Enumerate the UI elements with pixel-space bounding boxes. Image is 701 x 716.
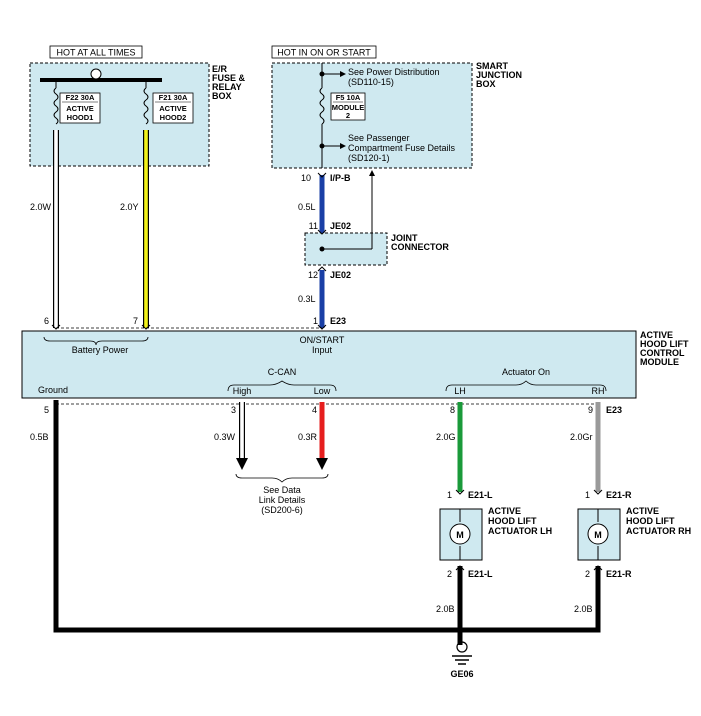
wire-2-0g: 2.0G xyxy=(436,432,456,442)
ground-icon xyxy=(452,641,472,665)
see-passenger-3: (SD120-1) xyxy=(348,153,390,163)
wire-lh-2-0b: 2.0B xyxy=(436,604,455,614)
lh-pin-1: 1 xyxy=(447,490,452,500)
act-rh-1: ACTIVE xyxy=(626,506,659,516)
er-box-label-3: RELAY xyxy=(212,82,242,92)
pin-6: 6 xyxy=(44,316,49,326)
er-box-label-4: BOX xyxy=(212,91,232,101)
see-passenger-1: See Passenger xyxy=(348,133,410,143)
module-name-4: MODULE xyxy=(640,357,679,367)
joint-label-1: JOINT xyxy=(391,233,418,243)
fuse-f5-name1: MODULE xyxy=(332,103,365,112)
ground-ge06: GE06 xyxy=(450,669,473,679)
conn-e23-top: E23 xyxy=(330,316,346,326)
sjb-label-2: JUNCTION xyxy=(476,70,522,80)
see-power-2: (SD110-15) xyxy=(348,77,394,87)
er-box-label-1: E/R xyxy=(212,64,228,74)
act-rh-2: HOOD LIFT xyxy=(626,516,675,526)
wire-2-0y: 2.0Y xyxy=(120,202,139,212)
act-lh-3: ACTUATOR LH xyxy=(488,526,552,536)
fuse-f21-name1: ACTIVE xyxy=(159,104,187,113)
rh-label: RH xyxy=(592,386,605,396)
motor-lh-symbol: M xyxy=(456,530,464,540)
battery-power-label: Battery Power xyxy=(72,345,129,355)
see-power-1: See Power Distribution xyxy=(348,67,440,77)
motor-rh-symbol: M xyxy=(594,530,602,540)
low-label: Low xyxy=(314,386,331,396)
act-rh-3: ACTUATOR RH xyxy=(626,526,691,536)
conn-je02-top: JE02 xyxy=(330,221,351,231)
conn-e21r-bot: E21-R xyxy=(606,569,632,579)
see-data-3: (SD200-6) xyxy=(261,505,303,515)
see-data-2: Link Details xyxy=(259,495,306,505)
on-start-label-1: ON/START xyxy=(300,335,345,345)
fuse-f21-name2: HOOD2 xyxy=(160,113,187,122)
actuator-on-label: Actuator On xyxy=(502,367,550,377)
pin-10: 10 xyxy=(301,173,311,183)
pin-4: 4 xyxy=(312,405,317,415)
wire-2-0gr: 2.0Gr xyxy=(570,432,593,442)
rh-pin-2: 2 xyxy=(585,569,590,579)
pin-9: 9 xyxy=(588,405,593,415)
joint-connector: JOINT CONNECTOR xyxy=(304,170,449,266)
act-lh-1: ACTIVE xyxy=(488,506,521,516)
joint-label-2: CONNECTOR xyxy=(391,242,449,252)
conn-ipb: I/P-B xyxy=(330,173,351,183)
wire-0-3r: 0.3R xyxy=(298,432,318,442)
rh-pin-1: 1 xyxy=(585,490,590,500)
conn-e21l-top: E21-L xyxy=(468,490,493,500)
fuse-f5-name2: 2 xyxy=(346,111,350,120)
pin-1-top: 1 xyxy=(313,316,318,326)
hot-at-all-times-label: HOT AT ALL TIMES xyxy=(56,48,135,58)
lower-wires: 5 3 4 8 9 E23 0.5B 0.3W 0.3R See Data Li… xyxy=(30,400,691,679)
smart-junction-box: HOT IN ON OR START See Power Distributio… xyxy=(271,45,522,169)
pin-11: 11 xyxy=(309,221,318,231)
pin-12: 12 xyxy=(308,270,318,280)
pin-7: 7 xyxy=(133,316,138,326)
control-module: ACTIVE HOOD LIFT CONTROL MODULE Battery … xyxy=(21,330,689,399)
see-passenger-2: Compartment Fuse Details xyxy=(348,143,456,153)
pin-5: 5 xyxy=(44,405,49,415)
act-lh-2: HOOD LIFT xyxy=(488,516,537,526)
fuse-f22-name1: ACTIVE xyxy=(66,104,94,113)
sjb-label-3: BOX xyxy=(476,79,496,89)
wire-0-3l: 0.3L xyxy=(298,294,316,304)
wire-0-5b: 0.5B xyxy=(30,432,49,442)
wire-0-3w: 0.3W xyxy=(214,432,236,442)
on-start-label-2: Input xyxy=(312,345,333,355)
conn-e23-bot: E23 xyxy=(606,405,622,415)
fuse-f22-rating: F22 30A xyxy=(66,93,95,102)
wire-rh-2-0b: 2.0B xyxy=(574,604,593,614)
er-box-label-2: FUSE & xyxy=(212,73,246,83)
pin-3: 3 xyxy=(231,405,236,415)
conn-e21l-bot: E21-L xyxy=(468,569,493,579)
fuse-f21-rating: F21 30A xyxy=(159,93,188,102)
fuse-f5-rating: F5 10A xyxy=(336,93,361,102)
wire-2-0w: 2.0W xyxy=(30,202,52,212)
fuse-f22-name2: HOOD1 xyxy=(67,113,94,122)
wire-0-5l: 0.5L xyxy=(298,202,316,212)
ground-label: Ground xyxy=(38,385,68,395)
sjb-label-1: SMART xyxy=(476,61,508,71)
er-fuse-box: HOT AT ALL TIMES F22 30A ACTIVE HOOD1 F2… xyxy=(29,45,246,167)
ccan-label: C-CAN xyxy=(268,367,297,377)
lh-label: LH xyxy=(454,386,466,396)
pin-8: 8 xyxy=(450,405,455,415)
conn-je02-bot: JE02 xyxy=(330,270,351,280)
upper-wires: 2.0W 2.0Y 0.5L 0.3L 10 I/P-B 11 JE02 12 … xyxy=(30,130,351,330)
hot-in-on-or-start-label: HOT IN ON OR START xyxy=(277,48,371,58)
module-name-3: CONTROL xyxy=(640,348,685,358)
lh-pin-2: 2 xyxy=(447,569,452,579)
module-name-1: ACTIVE xyxy=(640,330,673,340)
module-name-2: HOOD LIFT xyxy=(640,339,689,349)
see-data-1: See Data xyxy=(263,485,301,495)
conn-e21r-top: E21-R xyxy=(606,490,632,500)
high-label: High xyxy=(233,386,252,396)
